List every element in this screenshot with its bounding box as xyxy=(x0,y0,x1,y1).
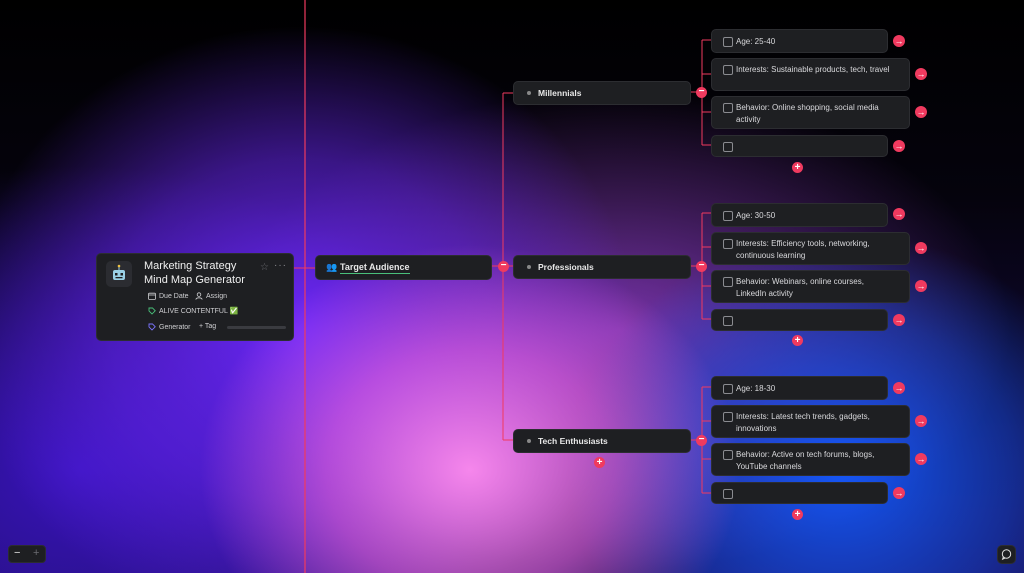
task-item[interactable]: Interests: Sustainable products, tech, t… xyxy=(711,58,910,91)
checkbox[interactable] xyxy=(723,277,733,287)
task-item[interactable]: Behavior: Online shopping, social media … xyxy=(711,96,910,129)
progress-bar xyxy=(227,326,286,329)
task-text: Behavior: Online shopping, social media … xyxy=(736,103,879,124)
bullet-icon xyxy=(527,265,531,269)
calendar-icon xyxy=(148,292,156,300)
checkbox[interactable] xyxy=(723,142,733,152)
assign-button[interactable]: Assign xyxy=(195,292,227,300)
checkbox[interactable] xyxy=(723,316,733,326)
status-tag-icon xyxy=(148,307,156,315)
segment-tech-enthusiasts[interactable]: Tech Enthusiasts xyxy=(513,429,691,453)
open-arrow-icon[interactable]: → xyxy=(893,35,905,47)
open-arrow-icon[interactable]: → xyxy=(915,242,927,254)
due-date-button[interactable]: Due Date xyxy=(148,292,189,300)
tag-icon xyxy=(148,323,156,331)
task-item[interactable]: Interests: Efficiency tools, networking,… xyxy=(711,232,910,265)
task-text: Interests: Sustainable products, tech, t… xyxy=(736,65,890,74)
checkbox[interactable] xyxy=(723,65,733,75)
task-item[interactable]: Age: 25-40 xyxy=(711,29,888,53)
add-item-millennials-button[interactable]: + xyxy=(792,162,803,173)
task-item[interactable]: Behavior: Active on tech forums, blogs, … xyxy=(711,443,910,476)
due-date-label: Due Date xyxy=(159,292,189,300)
zoom-controls: − + xyxy=(8,545,46,563)
assign-label: Assign xyxy=(206,292,228,300)
checkbox[interactable] xyxy=(723,450,733,460)
chat-button[interactable] xyxy=(997,545,1016,564)
open-arrow-icon[interactable]: → xyxy=(893,382,905,394)
more-icon[interactable]: ··· xyxy=(274,260,287,271)
open-arrow-icon[interactable]: → xyxy=(893,140,905,152)
bullet-icon xyxy=(527,439,531,443)
open-arrow-icon[interactable]: → xyxy=(915,68,927,80)
tag-chip-label: Generator xyxy=(159,323,191,331)
collapse-professionals-button[interactable]: − xyxy=(696,261,707,272)
zoom-out-button[interactable]: − xyxy=(14,547,21,559)
add-item-professionals-button[interactable]: + xyxy=(792,335,803,346)
task-item-empty[interactable] xyxy=(711,482,888,504)
collapse-tech-button[interactable]: − xyxy=(696,435,707,446)
open-arrow-icon[interactable]: → xyxy=(915,415,927,427)
task-text: Behavior: Active on tech forums, blogs, … xyxy=(736,450,875,471)
people-icon: 👥 xyxy=(326,262,338,272)
checkbox[interactable] xyxy=(723,211,733,221)
chat-bubble-icon xyxy=(1001,549,1012,561)
task-text: Behavior: Webinars, online courses, Link… xyxy=(736,277,864,298)
task-text: Age: 30-50 xyxy=(736,211,776,220)
tag-chip-generator[interactable]: Generator xyxy=(148,323,191,331)
task-item-empty[interactable] xyxy=(711,135,888,157)
status-text: ALIVE CONTENTFUL ✅ xyxy=(159,308,239,315)
checkbox[interactable] xyxy=(723,103,733,113)
user-icon xyxy=(195,292,203,300)
task-item-empty[interactable] xyxy=(711,309,888,331)
checkbox[interactable] xyxy=(723,489,733,499)
star-icon[interactable]: ☆ xyxy=(260,262,269,273)
branch-target-audience[interactable]: 👥 Target Audience xyxy=(315,255,492,280)
bullet-icon xyxy=(527,91,531,95)
segment-label: Millennials xyxy=(538,88,582,98)
task-text: Age: 25-40 xyxy=(736,37,776,46)
add-child-tech-button[interactable]: + xyxy=(594,457,605,468)
segment-professionals[interactable]: Professionals xyxy=(513,255,691,279)
open-arrow-icon[interactable]: → xyxy=(893,208,905,220)
task-item[interactable]: Behavior: Webinars, online courses, Link… xyxy=(711,270,910,303)
open-arrow-icon[interactable]: → xyxy=(893,487,905,499)
open-arrow-icon[interactable]: → xyxy=(915,453,927,465)
segment-millennials[interactable]: Millennials xyxy=(513,81,691,105)
task-item[interactable]: Age: 30-50 xyxy=(711,203,888,227)
open-arrow-icon[interactable]: → xyxy=(915,280,927,292)
task-text: Age: 18-30 xyxy=(736,384,776,393)
task-text: Interests: Efficiency tools, networking,… xyxy=(736,239,870,260)
open-arrow-icon[interactable]: → xyxy=(915,106,927,118)
task-item[interactable]: Age: 18-30 xyxy=(711,376,888,400)
segment-label: Professionals xyxy=(538,262,594,272)
collapse-millennials-button[interactable]: − xyxy=(696,87,707,98)
segment-label: Tech Enthusiasts xyxy=(538,436,608,446)
checkbox[interactable] xyxy=(723,37,733,47)
checkbox[interactable] xyxy=(723,412,733,422)
branch-label[interactable]: Target Audience xyxy=(340,262,410,274)
add-item-tech-button[interactable]: + xyxy=(792,509,803,520)
checkbox[interactable] xyxy=(723,384,733,394)
root-card[interactable]: Marketing Strategy Mind Map Generator ☆ … xyxy=(96,253,294,341)
robot-icon xyxy=(106,261,132,287)
zoom-in-button[interactable]: + xyxy=(33,547,40,559)
add-tag-button[interactable]: + Tag xyxy=(199,323,217,330)
status-row[interactable]: ALIVE CONTENTFUL ✅ xyxy=(148,307,238,315)
open-arrow-icon[interactable]: → xyxy=(893,314,905,326)
task-text: Interests: Latest tech trends, gadgets, … xyxy=(736,412,870,433)
checkbox[interactable] xyxy=(723,239,733,249)
root-title[interactable]: Marketing Strategy Mind Map Generator xyxy=(144,260,245,286)
collapse-branch-button[interactable]: − xyxy=(498,261,509,272)
task-item[interactable]: Interests: Latest tech trends, gadgets, … xyxy=(711,405,910,438)
